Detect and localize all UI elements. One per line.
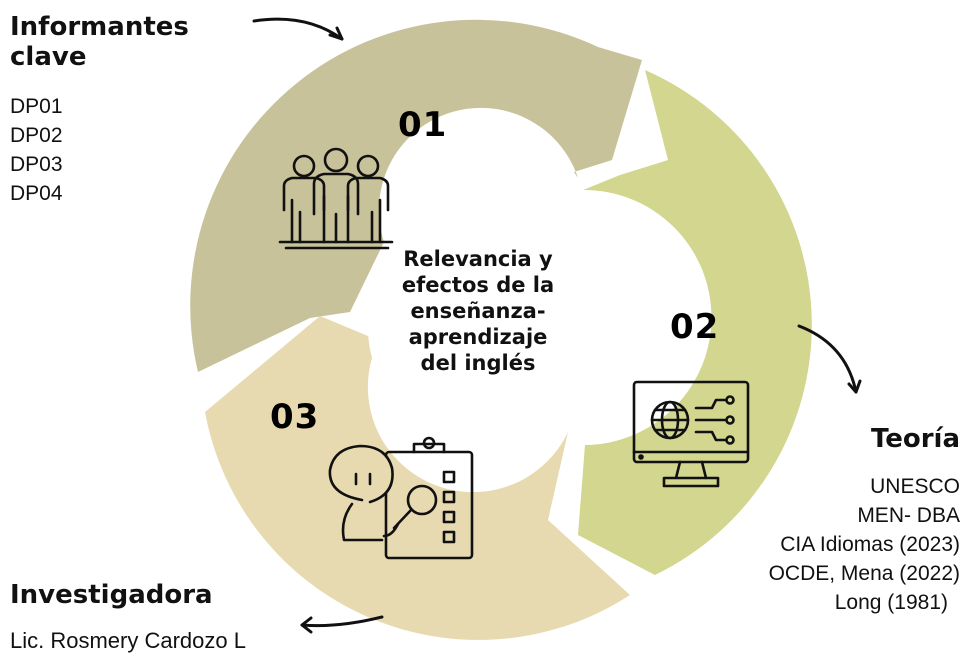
center-title-line: del inglés xyxy=(420,351,536,375)
informantes-heading: Informantes clave xyxy=(10,12,189,72)
teoria-item: UNESCO xyxy=(870,475,960,498)
teoria-heading: Teoría xyxy=(870,424,960,454)
segment-02-number: 02 xyxy=(670,307,719,347)
informante-item: DP03 xyxy=(10,153,63,176)
teoria-item: OCDE, Mena (2022) xyxy=(768,562,960,585)
center-title-line: aprendizaje xyxy=(408,325,548,349)
segment-01 xyxy=(190,19,642,373)
informante-item: DP01 xyxy=(10,95,63,118)
center-title-line: enseñanza- xyxy=(410,299,546,323)
center-title: Relevancia y efectos de la enseñanza- ap… xyxy=(378,246,578,376)
center-circle xyxy=(368,218,588,438)
arrow-informantes-icon xyxy=(252,17,344,41)
segment-03-number: 03 xyxy=(270,397,319,437)
arrow-investigadora-icon xyxy=(300,615,384,634)
center-title-line: Relevancia y xyxy=(403,247,553,271)
investigadora-name: Lic. Rosmery Cardozo L xyxy=(10,628,246,653)
teoria-list: UNESCO MEN- DBA CIA Idiomas (2023) OCDE,… xyxy=(769,472,960,617)
center-title-line: efectos de la xyxy=(401,273,555,297)
informantes-heading-line2: clave xyxy=(10,42,87,72)
informante-item: DP02 xyxy=(10,124,63,147)
arrow-teoria-icon xyxy=(797,324,862,394)
segment-01-number: 01 xyxy=(398,105,447,145)
informante-item: DP04 xyxy=(10,182,63,205)
segment-03 xyxy=(205,316,630,640)
teoria-item: CIA Idiomas (2023) xyxy=(780,533,960,556)
teoria-item: Long (1981) xyxy=(834,591,948,614)
people-group-icon xyxy=(278,147,394,250)
teoria-item: MEN- DBA xyxy=(857,504,960,527)
investigadora-heading: Investigadora xyxy=(10,580,213,610)
informantes-list: DP01 DP02 DP03 DP04 xyxy=(10,92,63,208)
checklist-magnifier-person-icon xyxy=(328,436,474,560)
informantes-heading-line1: Informantes xyxy=(10,12,189,42)
segment-02 xyxy=(578,70,812,575)
monitor-globe-network-icon xyxy=(632,380,750,488)
